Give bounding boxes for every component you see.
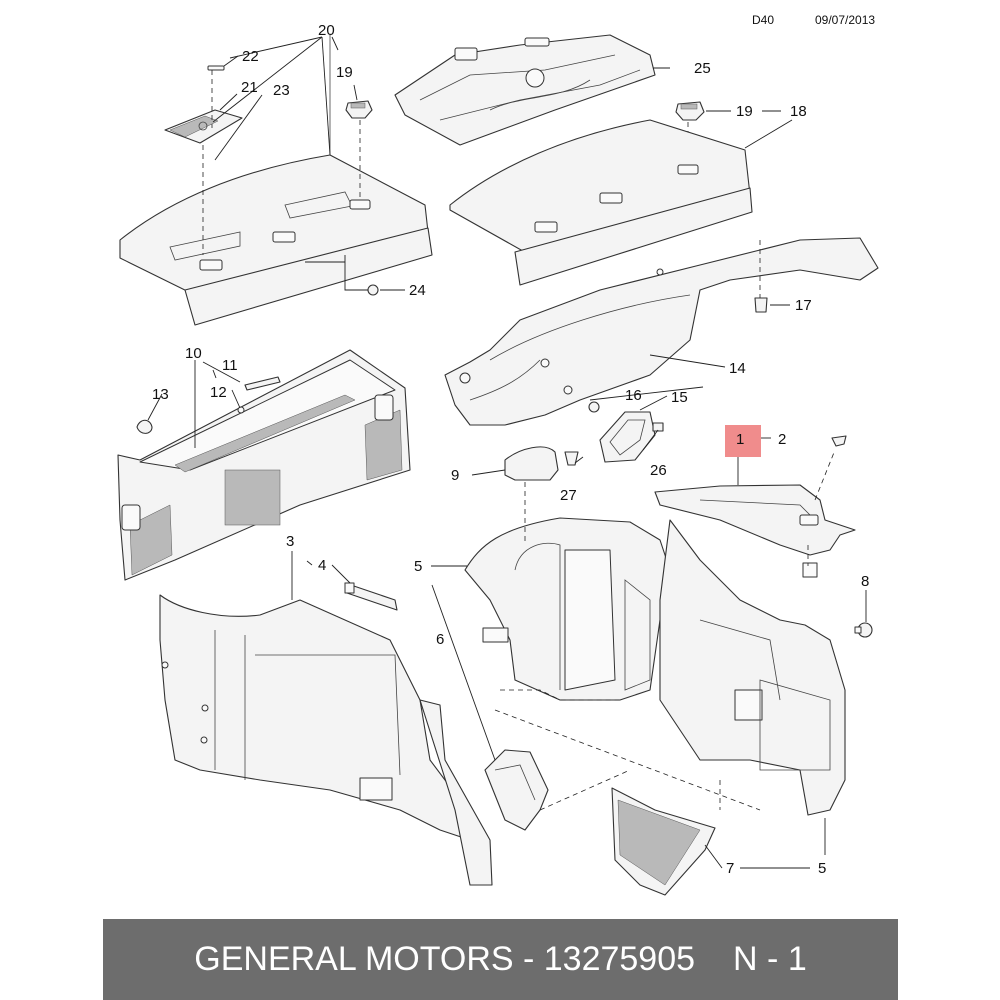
quarter-trim-part-1	[654, 484, 856, 578]
callout-5-left: 5	[414, 558, 422, 575]
callout-22: 22	[242, 48, 259, 65]
footer-bar: GENERAL MOTORS - 13275905 N - 1	[103, 919, 898, 1000]
fastener-part-16	[588, 401, 600, 413]
footer-brand-part-number: GENERAL MOTORS - 13275905	[194, 940, 696, 978]
wheelhouse-trim-part-5	[464, 517, 671, 701]
callout-9: 9	[451, 467, 459, 484]
clip-part-26	[652, 422, 664, 432]
panel-part-25	[394, 34, 656, 146]
callout-4: 4	[318, 557, 326, 574]
callout-3: 3	[286, 533, 294, 550]
clip-part-17	[754, 297, 768, 313]
footer-quantity: N - 1	[733, 940, 807, 978]
trim-mat-part-21	[164, 109, 243, 144]
strip-part-11	[244, 376, 281, 391]
screw-part-2	[831, 435, 847, 447]
fastener-part-8	[854, 622, 873, 638]
callout-6: 6	[436, 631, 444, 648]
callout-8: 8	[861, 573, 869, 590]
callout-18: 18	[790, 103, 807, 120]
callout-17: 17	[795, 297, 812, 314]
parts-diagram: D40 09/07/2013	[117, 13, 879, 896]
clip-part-27	[564, 451, 579, 466]
callout-15: 15	[671, 389, 688, 406]
clip-part-22	[207, 65, 225, 71]
callout-12: 12	[210, 384, 227, 401]
closing-panel-part-10	[117, 349, 411, 581]
trim-panel-part-14	[444, 237, 879, 426]
callout-1: 1	[736, 431, 744, 448]
quarter-lower-trim-part-5	[659, 519, 846, 816]
highlight-part-1	[725, 425, 761, 457]
callout-25: 25	[694, 60, 711, 77]
callout-11: 11	[222, 357, 238, 374]
callout-24: 24	[409, 282, 426, 299]
callout-21: 21	[241, 79, 258, 96]
callout-19-left: 19	[336, 64, 353, 81]
callout-20: 20	[318, 22, 335, 39]
package-tray-left	[119, 35, 433, 326]
quarter-trim-part-9	[504, 446, 559, 481]
callout-2: 2	[778, 431, 786, 448]
callout-5-right: 5	[818, 860, 826, 877]
callout-7: 7	[726, 860, 734, 877]
callout-23: 23	[273, 82, 290, 99]
side-trim-panel-part-3	[159, 594, 493, 886]
trim-cover-part-6	[484, 749, 549, 831]
handle-part-15	[599, 411, 656, 463]
clip-part-12	[237, 406, 245, 414]
diagram-code: D40	[752, 13, 774, 27]
callout-13: 13	[152, 386, 169, 403]
screw-part-24	[367, 284, 379, 296]
callout-26: 26	[650, 462, 667, 479]
callout-14: 14	[729, 360, 746, 377]
callout-19-right: 19	[736, 103, 753, 120]
diagram-date: 09/07/2013	[815, 13, 875, 27]
callout-16: 16	[625, 387, 642, 404]
cargo-net-part-7	[611, 787, 716, 896]
callout-27: 27	[560, 487, 577, 504]
pad-part-4	[344, 582, 398, 611]
clip-part-19-right	[675, 101, 705, 121]
clip-part-19-left	[345, 100, 373, 119]
callout-10: 10	[185, 345, 202, 362]
package-shelf-part-18	[449, 119, 753, 286]
clip-part-13	[136, 419, 153, 434]
